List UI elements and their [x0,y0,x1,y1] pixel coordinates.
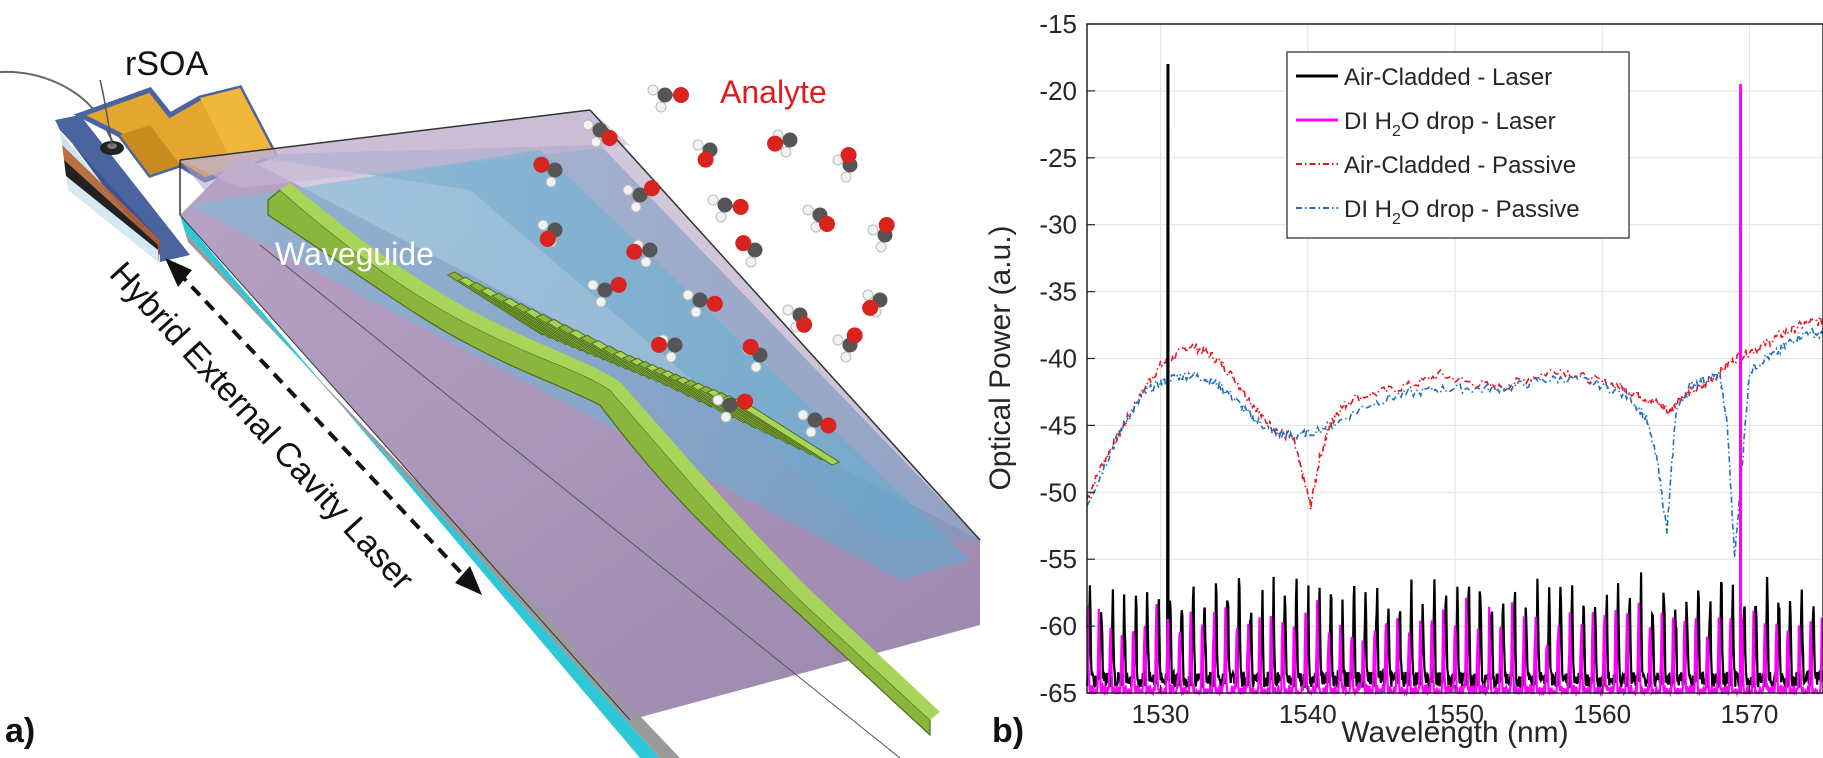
y-tick-label: -20 [1039,76,1077,106]
analyte-molecule [647,84,689,113]
analyte-molecule [626,239,658,268]
y-tick-label: -45 [1039,410,1077,440]
legend-entry: DI H2O drop - Laser [1344,108,1556,140]
axis-ticks: 1530 1540 1550 1560 1570 -15 -20 -25 -30 -35 -40 -4… [1039,9,1778,729]
analyte-molecule [707,194,749,223]
waveguide-label: Waveguide [275,236,434,272]
analyte-molecule [533,156,563,188]
series-line [1086,327,1823,559]
analyte-molecule [742,338,768,373]
y-tick-label: -15 [1039,9,1077,39]
analyte-molecule [832,147,858,183]
y-tick-label: -25 [1039,143,1077,173]
rsoa-chip [55,79,279,262]
x-tick-label: 1550 [1426,699,1484,729]
analyte-molecules [533,84,895,438]
analyte-molecule [802,204,836,233]
legend-box [1286,51,1630,239]
legend-entry: Air-Cladded - Laser [1344,64,1552,91]
y-tick-label: -60 [1039,611,1077,641]
analyte-molecule [622,180,660,213]
cavity-arrow [165,258,482,595]
x-tick-label: 1540 [1279,699,1337,729]
analyte-molecule [782,304,813,333]
y-tick-label: -65 [1039,678,1077,708]
analyte-molecule [832,327,863,363]
y-tick-label: -40 [1039,344,1077,374]
x-tick-label: 1570 [1720,699,1778,729]
rsoa-label: rSOA [125,45,208,83]
y-tick-label: -30 [1039,210,1077,240]
analyte-molecule [582,119,618,148]
series-line [1086,314,1823,510]
analyte-molecule [537,219,563,248]
waveguide [267,183,940,737]
series-lines [1085,64,1823,698]
y-tick-label: -50 [1039,477,1077,507]
bragg-grating [446,271,841,466]
analyte-molecule [587,276,627,308]
analyte-molecule [767,129,798,158]
analyte-molecule [651,334,683,363]
analyte-molecule [862,289,888,318]
analyte-molecule [692,139,718,168]
y-tick-label: -35 [1039,277,1077,307]
analyte-molecule [682,289,723,318]
spectrum-chart: b) 1530 1540 1550 1560 1570 -15 -20 -25 -30 -35 -4… [984,9,1823,750]
chart-legend: Air-Cladded - Laser DI H2O drop - LaserAi… [1286,51,1630,239]
analyte-molecule [867,217,895,253]
panel-b-label: b) [992,712,1024,750]
y-tick-label: -55 [1039,544,1077,574]
series-line [1085,84,1823,698]
analyte-molecule [712,393,754,423]
device-illustration: rSOA Analyte Waveguide Hybrid External C… [0,45,981,758]
y-axis-label: Optical Power (a.u.) [984,225,1017,490]
x-tick-label: 1530 [1132,699,1190,729]
analyte-molecule [797,409,837,438]
x-tick-label: 1560 [1573,699,1631,729]
x-axis-label: Wavelength (nm) [1341,716,1568,749]
legend-entry: DI H2O drop - Passive [1344,196,1580,228]
panel-a-label: a) [5,712,35,750]
legend-entry: Air-Cladded - Passive [1344,152,1576,179]
analyte-label: Analyte [720,74,827,110]
analyte-molecule [735,235,763,268]
